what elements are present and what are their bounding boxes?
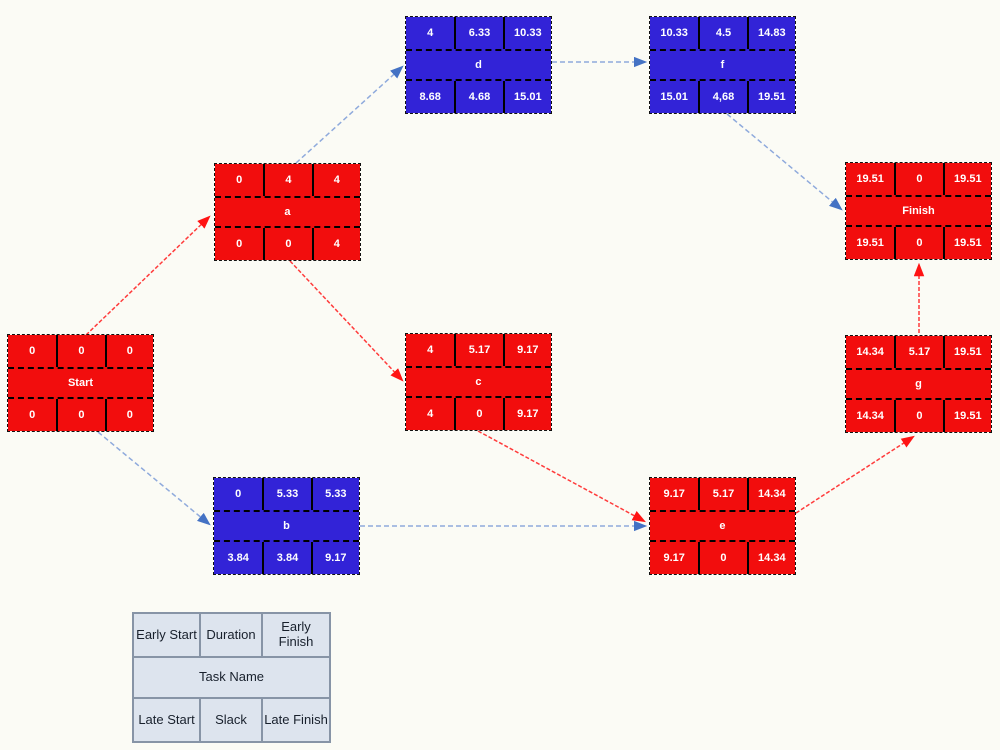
task-name: c [406,366,551,398]
legend-early-start: Early Start [133,613,200,657]
task-name: Finish [846,195,991,227]
task-name: e [650,510,795,542]
late-start-value: 8.68 [419,91,441,103]
slack-value: 4,68 [698,81,746,113]
legend-late-start: Late Start [133,698,200,742]
late-start-value: 3.84 [227,552,249,564]
edge-a-c[interactable] [289,260,404,382]
late-start-value: 19.51 [856,237,884,249]
duration-value: 4.5 [698,17,746,49]
late-finish-value: 9.17 [502,398,551,430]
task-node-b[interactable]: 0 5.33 5.33 b 3.84 3.84 9.17 [213,477,360,575]
task-name: d [406,49,551,81]
early-finish-value: 14.34 [746,478,795,510]
early-start-value: 19.51 [856,173,884,185]
late-finish-value: 9.17 [310,542,359,574]
edge-f-finish[interactable] [726,113,843,211]
task-name: b [214,510,359,542]
early-finish-value: 9.17 [502,334,551,366]
late-start-value: 0 [29,409,36,421]
early-start-value: 14.34 [856,346,884,358]
late-finish-value: 15.01 [502,81,551,113]
task-node-d[interactable]: 4 6.33 10.33 d 8.68 4.68 15.01 [405,16,552,114]
legend-duration: Duration [200,613,262,657]
edge-a-d[interactable] [295,65,404,164]
duration-value: 0 [894,163,942,195]
late-finish-value: 19.51 [942,227,991,259]
duration-value: 4 [263,164,311,196]
duration-value: 5.17 [454,334,502,366]
duration-value: 6.33 [454,17,502,49]
slack-value: 4.68 [454,81,502,113]
late-finish-value: 14.34 [746,542,795,574]
early-finish-value: 10.33 [502,17,551,49]
task-name: g [846,368,991,400]
legend-early-finish: Early Finish [262,613,330,657]
edge-start-b[interactable] [97,431,211,526]
early-finish-value: 0 [104,335,153,367]
early-start-value: 0 [236,174,243,186]
late-start-value: 9.17 [663,552,685,564]
task-node-c[interactable]: 4 5.17 9.17 c 4 0 9.17 [405,333,552,431]
edge-e-g[interactable] [795,435,915,514]
early-finish-value: 19.51 [942,336,991,368]
task-node-f[interactable]: 10.33 4.5 14.83 f 15.01 4,68 19.51 [649,16,796,114]
legend-task-name: Task Name [133,657,330,698]
early-start-value: 4 [427,27,434,39]
slack-value: 0 [263,228,311,260]
edge-start-a[interactable] [85,215,211,336]
late-start-value: 14.34 [856,410,884,422]
early-finish-value: 4 [311,164,360,196]
task-node-a[interactable]: 0 4 4 a 0 0 4 [214,163,361,261]
duration-value: 5.33 [262,478,310,510]
early-start-value: 0 [235,488,242,500]
slack-value: 0 [56,399,104,431]
slack-value: 0 [894,227,942,259]
late-start-value: 15.01 [660,91,688,103]
duration-value: 5.17 [698,478,746,510]
slack-value: 0 [454,398,502,430]
legend-table: Early Start Duration Early Finish Task N… [132,612,331,743]
task-name: a [215,196,360,228]
late-finish-value: 19.51 [942,400,991,432]
task-node-e[interactable]: 9.17 5.17 14.34 e 9.17 0 14.34 [649,477,796,575]
duration-value: 5.17 [894,336,942,368]
legend-slack: Slack [200,698,262,742]
early-finish-value: 5.33 [310,478,359,510]
slack-value: 0 [698,542,746,574]
early-finish-value: 19.51 [942,163,991,195]
early-finish-value: 14.83 [746,17,795,49]
early-start-value: 0 [29,345,36,357]
duration-value: 0 [56,335,104,367]
edge-c-e[interactable] [477,430,646,523]
late-finish-value: 4 [311,228,360,260]
late-finish-value: 0 [104,399,153,431]
early-start-value: 4 [427,344,434,356]
late-start-value: 0 [236,238,243,250]
task-node-g[interactable]: 14.34 5.17 19.51 g 14.34 0 19.51 [845,335,992,433]
task-node-start[interactable]: 0 0 0 Start 0 0 0 [7,334,154,432]
task-name: f [650,49,795,81]
slack-value: 3.84 [262,542,310,574]
legend-late-finish: Late Finish [262,698,330,742]
late-start-value: 4 [427,408,434,420]
late-finish-value: 19.51 [746,81,795,113]
task-name: Start [8,367,153,399]
early-start-value: 9.17 [663,488,685,500]
slack-value: 0 [894,400,942,432]
task-node-finish[interactable]: 19.51 0 19.51 Finish 19.51 0 19.51 [845,162,992,260]
early-start-value: 10.33 [660,27,688,39]
